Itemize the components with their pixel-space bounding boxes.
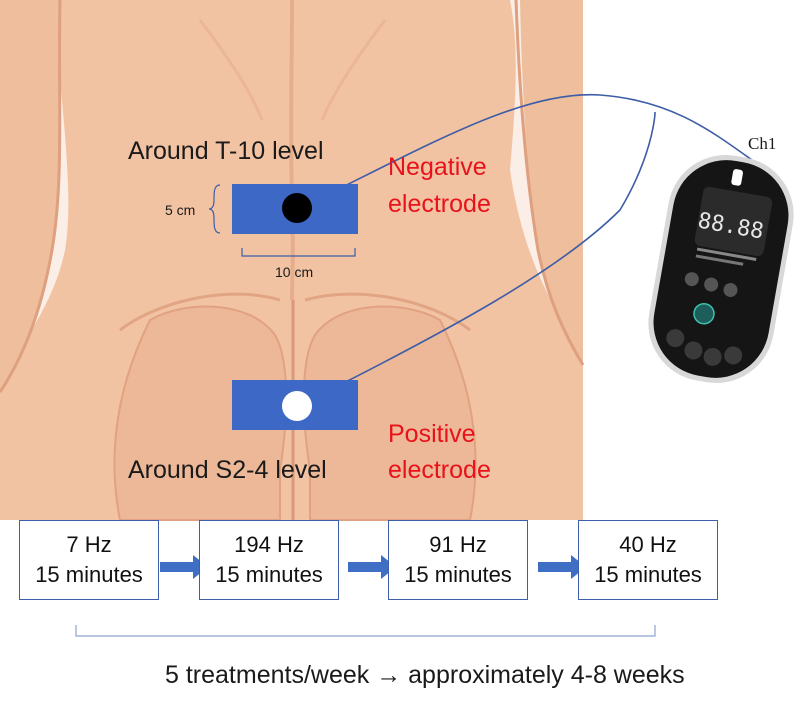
step-1-frequency: 7 Hz bbox=[66, 532, 112, 558]
protocol-step-1: 7 Hz 15 minutes bbox=[19, 520, 159, 600]
duration-bracket bbox=[75, 625, 656, 637]
height-dimension-label: 5 cm bbox=[165, 202, 196, 218]
step-3-frequency: 91 Hz bbox=[429, 532, 487, 558]
electrode-wires bbox=[299, 93, 753, 406]
positive-label-line1: Positive bbox=[388, 420, 476, 448]
positive-label-line2: electrode bbox=[388, 456, 491, 484]
positive-wire bbox=[299, 111, 656, 406]
torso-figure bbox=[0, 0, 585, 521]
sequence-arrows bbox=[160, 555, 586, 579]
height-dimension-brace bbox=[208, 184, 221, 234]
negative-label-line1: Negative bbox=[388, 153, 487, 181]
channel-label: Ch1 bbox=[748, 134, 777, 153]
arrow-3 bbox=[538, 555, 586, 579]
treatment-summary: 5 treatments/week → approximately 4-8 we… bbox=[165, 661, 685, 689]
step-4-frequency: 40 Hz bbox=[619, 532, 677, 558]
negative-wire bbox=[299, 93, 753, 209]
tens-device-icon: 88.88 bbox=[648, 154, 794, 384]
step-1-duration: 15 minutes bbox=[35, 562, 143, 587]
step-4-duration: 15 minutes bbox=[594, 562, 702, 587]
step-2-duration: 15 minutes bbox=[215, 562, 323, 587]
lower-site-label: Around S2-4 level bbox=[128, 456, 327, 484]
step-3-duration: 15 minutes bbox=[404, 562, 512, 587]
protocol-step-4: 40 Hz 15 minutes bbox=[578, 520, 718, 600]
arrow-2 bbox=[348, 555, 396, 579]
step-2-frequency: 194 Hz bbox=[234, 532, 304, 558]
negative-label-line2: electrode bbox=[388, 190, 491, 218]
protocol-step-3: 91 Hz 15 minutes bbox=[388, 520, 528, 600]
positive-electrode bbox=[232, 380, 358, 430]
width-dimension-bracket bbox=[241, 248, 356, 257]
upper-site-label: Around T-10 level bbox=[128, 137, 324, 165]
width-dimension-label: 10 cm bbox=[275, 264, 314, 280]
protocol-step-2: 194 Hz 15 minutes bbox=[199, 520, 339, 600]
arrow-1 bbox=[160, 555, 208, 579]
negative-electrode bbox=[232, 184, 358, 234]
